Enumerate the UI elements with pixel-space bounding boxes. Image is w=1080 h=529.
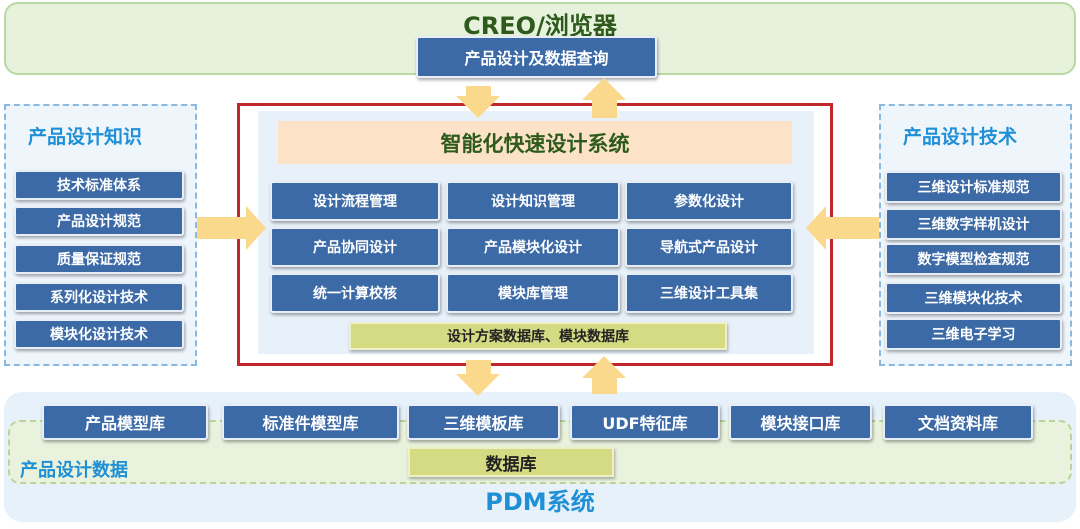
product-model-library-button[interactable]: 产品模型库 — [42, 404, 208, 440]
arrow-right-left — [197, 206, 266, 250]
module-interface-library-button[interactable]: 模块接口库 — [729, 404, 872, 440]
design-database-bar[interactable]: 设计方案数据库、模块数据库 — [349, 322, 727, 350]
left-panel-title: 产品设计知识 — [28, 126, 143, 148]
3d-template-library-button[interactable]: 三维模板库 — [407, 404, 560, 440]
arrow-up-top — [582, 78, 626, 118]
udf-feature-library-button[interactable]: UDF特征库 — [570, 404, 720, 440]
module-design-knowledge-mgmt[interactable]: 设计知识管理 — [446, 181, 620, 221]
standard-part-library-button[interactable]: 标准件模型库 — [222, 404, 399, 440]
module-unified-calc-check[interactable]: 统一计算校核 — [270, 273, 440, 313]
module-parametric-design[interactable]: 参数化设计 — [625, 181, 793, 221]
arrow-up-bottom — [582, 356, 626, 394]
right-item-3d-e-learning[interactable]: 三维电子学习 — [885, 318, 1062, 350]
module-modular-design[interactable]: 产品模块化设计 — [446, 227, 620, 267]
right-item-model-check-specs[interactable]: 数字模型检查规范 — [885, 243, 1062, 275]
left-item-quality-specs[interactable]: 质量保证规范 — [14, 244, 184, 274]
left-item-serialization-tech[interactable]: 系列化设计技术 — [14, 282, 184, 312]
module-design-process-mgmt[interactable]: 设计流程管理 — [270, 181, 440, 221]
arrow-down-top — [456, 86, 500, 118]
database-bar[interactable]: 数据库 — [408, 447, 614, 477]
product-design-data-label: 产品设计数据 — [20, 460, 128, 481]
module-navigational-design[interactable]: 导航式产品设计 — [625, 227, 793, 267]
right-item-3d-digital-prototype[interactable]: 三维数字样机设计 — [885, 208, 1062, 240]
creo-title: CREO/浏览器 — [463, 12, 617, 40]
product-design-query-button[interactable]: 产品设计及数据查询 — [416, 36, 657, 78]
left-item-technical-standards[interactable]: 技术标准体系 — [14, 170, 184, 200]
pdm-title: PDM系统 — [485, 488, 595, 516]
arrow-down-bottom — [456, 360, 500, 396]
right-item-3d-modular-tech[interactable]: 三维模块化技术 — [885, 282, 1062, 314]
central-system-title: 智能化快速设计系统 — [278, 121, 792, 164]
left-item-design-specs[interactable]: 产品设计规范 — [14, 206, 184, 236]
arrow-left-right — [806, 206, 879, 250]
module-3d-design-toolset[interactable]: 三维设计工具集 — [625, 273, 793, 313]
left-item-modular-tech[interactable]: 模块化设计技术 — [14, 319, 184, 349]
module-module-library-mgmt[interactable]: 模块库管理 — [446, 273, 620, 313]
document-library-button[interactable]: 文档资料库 — [883, 404, 1033, 440]
right-panel-title: 产品设计技术 — [903, 126, 1018, 148]
right-item-3d-design-standards[interactable]: 三维设计标准规范 — [885, 171, 1062, 203]
module-collaborative-design[interactable]: 产品协同设计 — [270, 227, 440, 267]
